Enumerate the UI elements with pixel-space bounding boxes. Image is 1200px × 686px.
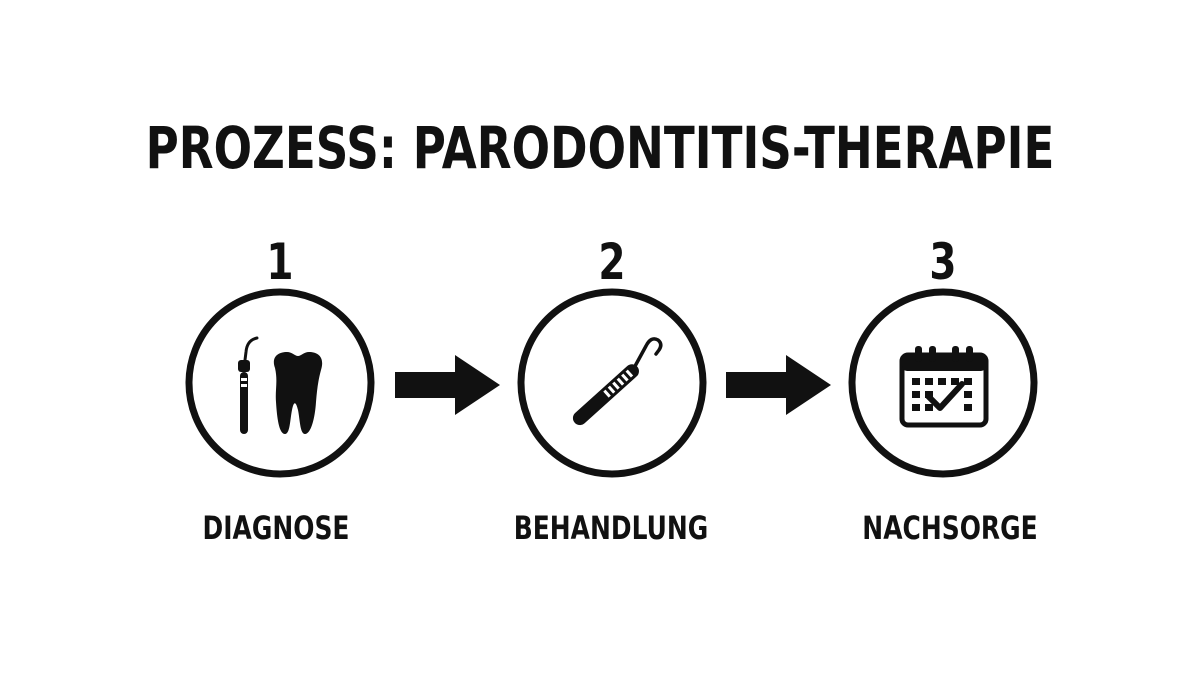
dental-scaler-icon — [572, 337, 663, 426]
dental-probe-icon — [238, 336, 259, 434]
tooth-icon — [273, 352, 323, 434]
probe-and-tooth-icon — [238, 336, 323, 434]
step-3-circle — [848, 288, 1038, 478]
step-2-number: 2 — [598, 233, 626, 291]
step-2-circle — [517, 288, 707, 478]
step-3-label: NACHSORGE — [862, 509, 1038, 547]
step-1-circle — [185, 288, 375, 478]
step-1-label: DIAGNOSE — [202, 509, 350, 547]
step-2-label: BEHANDLUNG — [513, 509, 709, 547]
step-3-number: 3 — [929, 233, 957, 291]
calendar-check-icon — [899, 346, 989, 428]
arrow-1-icon — [395, 355, 500, 415]
step-1-number: 1 — [266, 233, 294, 291]
page-title: PROZESS: PARODONTITIS-THERAPIE — [145, 114, 1055, 182]
arrow-2-icon — [726, 355, 831, 415]
